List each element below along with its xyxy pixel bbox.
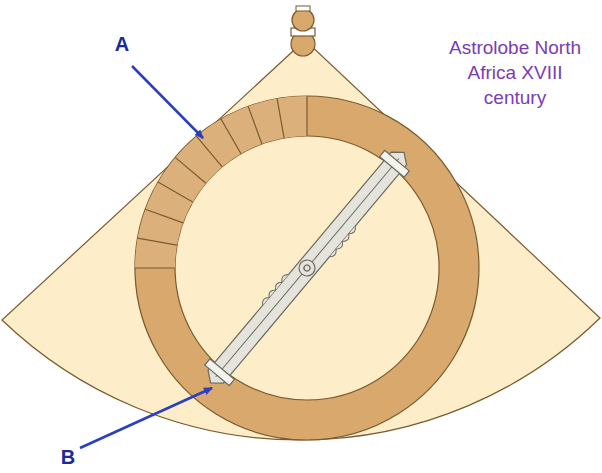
scale-tick xyxy=(277,99,284,138)
scale-tick xyxy=(306,96,307,136)
scale-band xyxy=(135,96,307,268)
scale-tick xyxy=(196,136,222,167)
scale-tick xyxy=(145,209,183,223)
scale-tick xyxy=(221,119,241,154)
callout-letter: B xyxy=(61,446,75,469)
scale-tick xyxy=(135,267,175,268)
leader-arrow xyxy=(80,388,212,448)
scale-tick xyxy=(248,106,262,144)
scale-tick xyxy=(138,238,177,245)
suspension-knob xyxy=(291,6,315,56)
caption-note: Astrolobe North Africa XVIII century xyxy=(440,35,590,110)
scale-tick xyxy=(175,157,206,183)
scale-ticks xyxy=(135,96,307,268)
leader-arrow xyxy=(132,66,203,138)
scale-tick xyxy=(158,182,193,202)
alidade xyxy=(198,142,416,393)
graduated-ring xyxy=(135,96,479,440)
callout-letter: A xyxy=(115,33,129,56)
